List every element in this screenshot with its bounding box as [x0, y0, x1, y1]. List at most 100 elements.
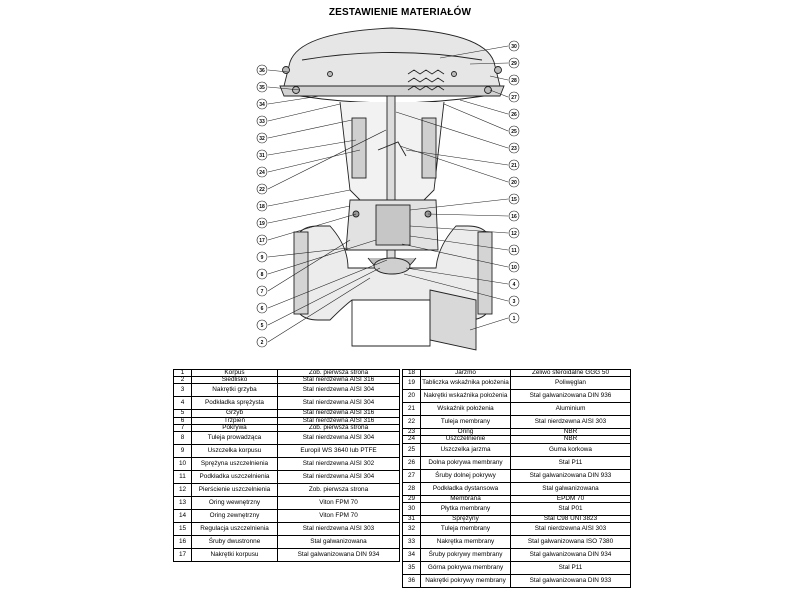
part-material-cell: EPDM 70	[510, 494, 631, 503]
part-number-cell: 22	[402, 415, 421, 430]
part-number-cell: 24	[402, 435, 421, 444]
callout-label: 5	[261, 323, 264, 329]
part-name-cell: Oring	[420, 428, 511, 437]
part-name-cell: Podkładka uszczelnienia	[191, 470, 278, 485]
callout-label: 16	[511, 214, 517, 220]
part-material-cell: Stal nierdzewna AISI 316	[277, 409, 400, 418]
part-material-cell: Stal nierdzewna AISI 304	[277, 470, 400, 485]
part-number-cell: 17	[173, 548, 192, 563]
callout-label: 2	[261, 340, 264, 346]
callout-left-34	[256, 95, 321, 110]
part-name-cell: Pokrywa	[191, 423, 278, 433]
part-material-cell: Zob. pierwsza strona	[277, 483, 400, 498]
part-number-cell: 2	[173, 376, 192, 385]
part-name-cell: Jarzmo	[420, 368, 511, 378]
part-name-cell: Oring wewnętrzny	[191, 496, 278, 511]
part-material-cell: Stal galwanizowana ISO 7380	[510, 535, 631, 550]
callout-label: 23	[511, 146, 517, 152]
part-number-cell: 31	[402, 514, 421, 524]
part-number-cell: 19	[402, 376, 421, 391]
callout-left-18	[256, 189, 351, 212]
part-material-cell: Guma korkowa	[510, 442, 631, 457]
part-name-cell: Regulacja uszczelnienia	[191, 522, 278, 537]
part-material-cell: Stal nierdzewna AISI 302	[277, 457, 400, 472]
callout-label: 4	[513, 282, 516, 288]
part-number-cell: 34	[402, 548, 421, 563]
part-number-cell: 30	[402, 501, 421, 516]
callout-right-11	[409, 235, 520, 256]
callout-label: 32	[259, 136, 265, 142]
callout-right-12	[409, 225, 520, 239]
part-name-cell: Nakrętki wskaźnika położenia	[420, 389, 511, 404]
valve-illustration	[279, 27, 505, 351]
callout-label: 19	[259, 221, 265, 227]
callout-label: 8	[261, 272, 264, 278]
callout-left-8	[256, 239, 377, 280]
callout-left-36	[256, 64, 289, 76]
part-name-cell: Grzyb	[191, 409, 278, 418]
part-number-cell: 32	[402, 522, 421, 537]
part-material-cell: Stal galwanizowana DIN 933	[510, 574, 631, 589]
part-material-cell: Stal nierdzewna AISI 303	[510, 522, 631, 537]
page-title: ZESTAWIENIE MATERIAŁÓW	[328, 7, 472, 18]
callout-label: 26	[511, 112, 517, 118]
part-number-cell: 15	[173, 522, 192, 537]
callout-label: 7	[261, 289, 264, 295]
part-material-cell: Stal nierdzewna AISI 304	[277, 396, 400, 411]
part-material-cell: Stal galwanizowana	[510, 481, 631, 496]
callout-right-29	[469, 57, 520, 69]
callout-right-27	[489, 89, 520, 103]
part-number-cell: 12	[173, 483, 192, 498]
callout-left-6	[256, 259, 388, 314]
callout-label: 30	[511, 44, 517, 50]
part-name-cell: Śruby dwustronne	[191, 535, 278, 550]
callout-label: 21	[511, 163, 517, 169]
part-name-cell: Śruby pokrywy membrany	[420, 548, 511, 563]
callout-label: 27	[511, 95, 517, 101]
callout-label: 33	[259, 119, 265, 125]
callout-label: 35	[259, 85, 265, 91]
part-number-cell: 21	[402, 402, 421, 417]
part-material-cell: Stal galwanizowana DIN 934	[510, 548, 631, 563]
callout-right-20	[399, 145, 520, 188]
callout-left-24	[256, 149, 361, 178]
callout-left-17	[256, 213, 357, 246]
callout-left-31	[256, 139, 357, 161]
callout-label: 24	[259, 170, 265, 176]
callout-label: 20	[511, 180, 517, 186]
part-number-cell: 25	[402, 442, 421, 457]
callout-right-3	[403, 273, 520, 307]
callout-left-7	[256, 239, 351, 297]
callout-right-23	[395, 111, 520, 154]
part-number-cell: 26	[402, 455, 421, 470]
valve-exploded-drawing: 36 35 34 33 32 31 24 22 18 19 17 9 8 7 6…	[256, 27, 520, 351]
callout-label: 36	[259, 68, 265, 74]
part-material-cell: Stal galwanizowana DIN 933	[510, 468, 631, 483]
callout-label: 31	[259, 153, 265, 159]
part-name-cell: Górna pokrywa membrany	[420, 561, 511, 576]
callout-label: 10	[511, 265, 517, 271]
part-material-cell: Stal nierdzewna AISI 303	[510, 415, 631, 430]
part-number-cell: 6	[173, 416, 192, 425]
